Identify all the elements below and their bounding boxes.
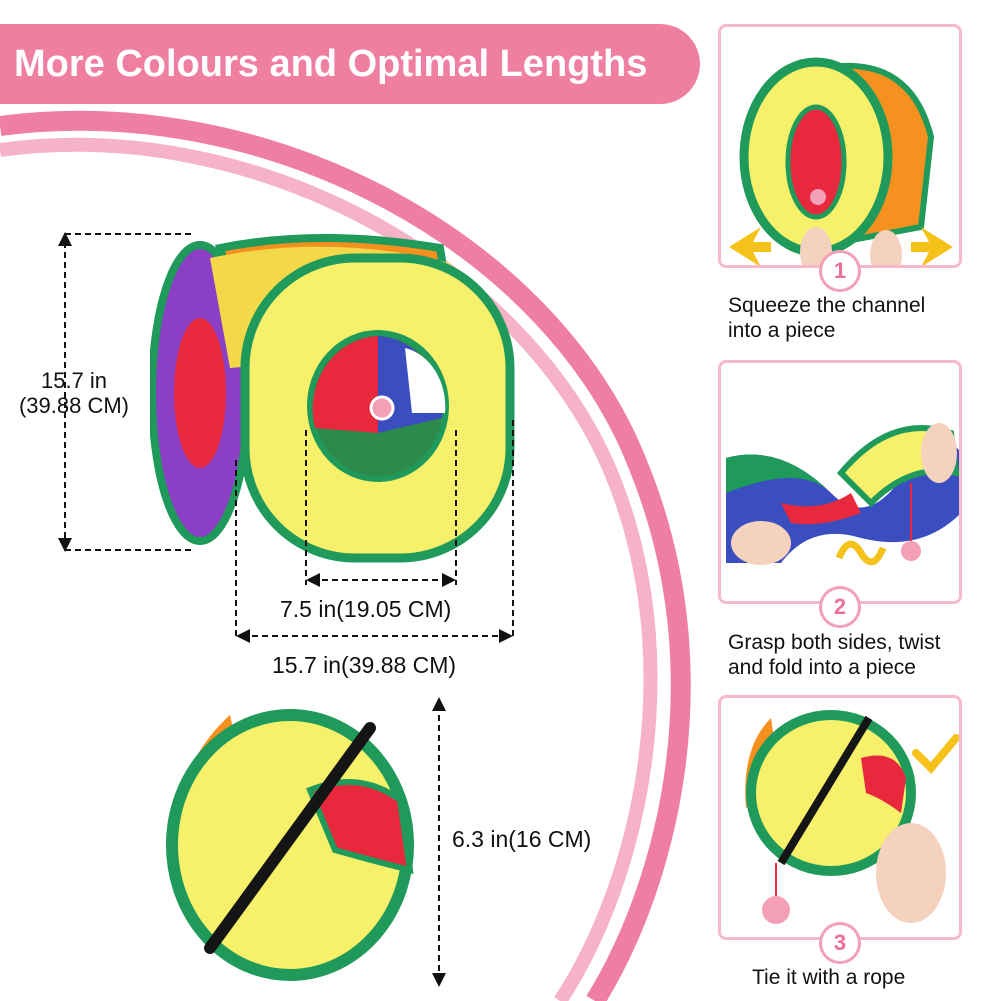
folded-height-label: 6.3 in(16 CM) xyxy=(452,826,592,852)
height-inches: 15.7 in xyxy=(40,368,108,393)
tie-illustration xyxy=(745,710,959,924)
step-3-caption: Tie it with a rope xyxy=(752,965,1001,990)
width-dimension-lines xyxy=(235,420,514,643)
height-centimeters: (39.88 CM) xyxy=(18,393,130,418)
folded-tunnel-image xyxy=(166,709,414,981)
cube-tunnel-image xyxy=(150,234,515,563)
step-1-panel xyxy=(718,24,962,268)
step-1-number: 1 xyxy=(819,250,861,292)
step-1-caption-line2: into a piece xyxy=(728,319,836,342)
squeeze-illustration xyxy=(729,57,953,265)
step-3-number: 3 xyxy=(819,922,861,964)
step-2-caption: Grasp both sides, twist and fold into a … xyxy=(728,630,998,680)
step-1-caption-line1: Squeeze the channel xyxy=(728,294,926,317)
step-3-panel xyxy=(718,695,962,940)
folded-height-dimension-line xyxy=(432,697,446,987)
banner-title: More Colours and Optimal Lengths xyxy=(0,24,700,104)
twist-illustration xyxy=(726,423,959,566)
step-2-number: 2 xyxy=(819,586,861,628)
step-1-caption: Squeeze the channel into a piece xyxy=(728,293,998,343)
height-dimension-line xyxy=(58,232,195,552)
hole-width-label: 7.5 in(19.05 CM) xyxy=(280,596,452,622)
step-2-caption-line2: and fold into a piece xyxy=(728,656,916,679)
height-label: 15.7 in (39.88 CM) xyxy=(4,368,144,418)
step-2-panel xyxy=(718,360,962,604)
cube-width-label: 15.7 in(39.88 CM) xyxy=(272,652,457,678)
step-2-caption-line1: Grasp both sides, twist xyxy=(728,631,941,654)
step-3-caption-line1: Tie it with a rope xyxy=(752,966,906,989)
